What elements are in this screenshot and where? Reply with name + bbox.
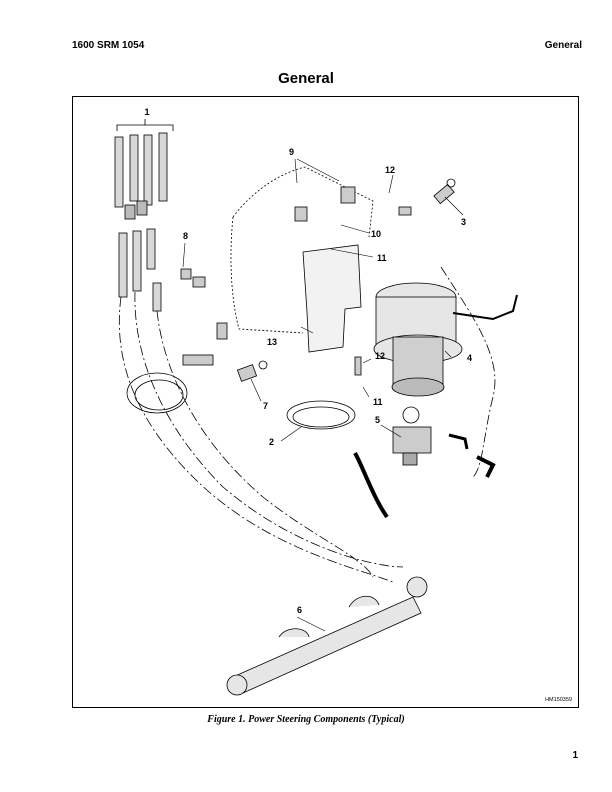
callout-13: 13 [267, 337, 277, 347]
hydraulic-hoses [114, 132, 168, 312]
callout-11: 11 [377, 253, 387, 263]
figure-frame: 1 2 3 4 5 6 7 8 9 10 11 12 13 11 12 HM15… [72, 96, 579, 708]
mounting-bracket [302, 244, 362, 353]
leader-lines [182, 158, 464, 632]
callout-5: 5 [375, 415, 380, 425]
running-header-right: General [544, 40, 582, 51]
callout-12: 12 [385, 165, 395, 175]
hose-loop [126, 372, 188, 414]
clamp-block [340, 186, 356, 204]
steering-cylinder [226, 576, 428, 696]
callout-9: 9 [289, 147, 294, 157]
callout-12-lower: 12 [375, 351, 385, 361]
callout-3: 3 [461, 217, 466, 227]
running-header-left: 1600 SRM 1054 [72, 40, 145, 51]
priority-valve [392, 426, 432, 454]
page-number: 1 [572, 750, 578, 761]
figure-caption: Figure 1. Power Steering Components (Typ… [207, 714, 405, 725]
callout-1: 1 [144, 107, 149, 117]
callout-7: 7 [263, 401, 268, 411]
callout-6: 6 [297, 605, 302, 615]
callout-10: 10 [371, 229, 381, 239]
clamp-band [286, 400, 356, 430]
page-title: General [278, 70, 334, 87]
hose-bracket [116, 124, 174, 131]
figure-id: HM150359 [545, 697, 572, 703]
callout-8: 8 [183, 231, 188, 241]
pump-motor [373, 282, 463, 397]
callout-2: 2 [269, 437, 274, 447]
callout-11-lower: 11 [373, 397, 383, 407]
callout-4: 4 [467, 353, 472, 363]
power-steering-illustration: 1 2 3 4 5 6 7 8 9 10 11 12 13 11 12 [114, 107, 518, 696]
